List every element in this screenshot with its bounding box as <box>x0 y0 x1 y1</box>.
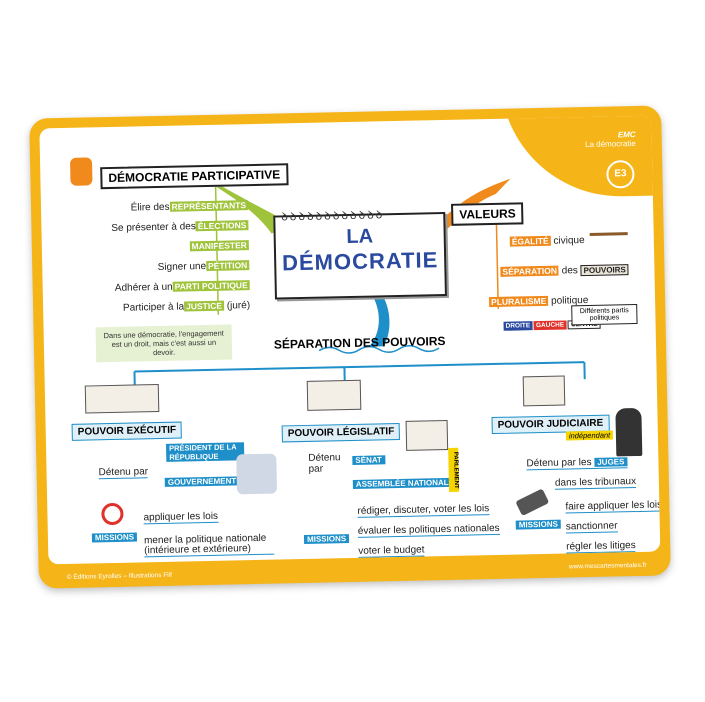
footer-website: www.mescartesmentales.fr <box>568 561 647 571</box>
participative-title: DÉMOCRATIE PARTICIPATIVE <box>100 163 289 190</box>
parlement-tag: PARLEMENT <box>448 447 460 492</box>
footer-credits: © Éditions Eyrolles – Illustrations Flif <box>66 571 173 581</box>
judiciaire-mission-1: faire appliquer les lois <box>565 499 661 514</box>
holder-senat: SÉNAT <box>352 455 385 465</box>
valeur-egalite: ÉGALITÉ civique <box>509 235 585 248</box>
party-gauche: GAUCHE <box>533 320 567 331</box>
item-text: (juré) <box>226 300 251 312</box>
item-text: Élire des <box>130 201 170 214</box>
executif-detenu: Détenu par <box>98 466 149 480</box>
item-highlight: PLURALISME <box>488 295 549 308</box>
legislatif-mission-3: voter le budget <box>358 544 425 558</box>
judiciaire-mission-3: régler les litiges <box>566 540 636 554</box>
item-highlight: ÉGALITÉ <box>509 235 551 247</box>
elysee-icon <box>84 384 160 414</box>
independant-badge: indépendant <box>565 430 614 441</box>
participative-item-3: MANIFESTER <box>189 240 249 252</box>
item-text: des <box>561 265 578 277</box>
item-text: civique <box>553 235 585 247</box>
item-text: Adhérer à un <box>114 281 173 294</box>
engagement-note: Dans une démocratie, l'engagement est un… <box>95 324 233 363</box>
mind-map-card: EMC La démocratie E3 ꝺꝺꝺꝺꝺꝺꝺꝺꝺꝺꝺꝺ LA DÉM… <box>29 105 671 589</box>
judiciaire-mission-2: sanctionner <box>565 520 618 534</box>
item-text: Participer à la <box>122 301 185 314</box>
detenu-text: Détenu par les <box>526 456 592 470</box>
item-highlight: PARTI POLITIQUE <box>172 280 250 292</box>
item-highlight: MANIFESTER <box>189 240 249 252</box>
valeurs-title: VALEURS <box>451 202 524 226</box>
holder-gouvernement: GOUVERNEMENT <box>164 476 240 487</box>
item-highlight: JUSTICE <box>183 300 225 312</box>
balance-icon <box>589 206 628 236</box>
card-content: EMC La démocratie E3 ꝺꝺꝺꝺꝺꝺꝺꝺꝺꝺꝺꝺ LA DÉM… <box>39 115 661 565</box>
senat-icon <box>405 419 449 451</box>
item-text: Se présenter à des <box>111 221 196 234</box>
assemblee-icon <box>306 379 362 411</box>
executif-mission-2: mener la politique nationale (intérieure… <box>144 533 275 558</box>
item-highlight: SÉPARATION <box>500 265 560 277</box>
holder-president: PRÉSIDENT DE LA RÉPUBLIQUE <box>165 442 245 462</box>
executif-mission-1: appliquer les lois <box>143 510 219 525</box>
judiciaire-missions-label: MISSIONS <box>515 519 561 530</box>
center-title-line2: DÉMOCRATIE <box>281 247 439 276</box>
executif-title: POUVOIR EXÉCUTIF <box>71 421 183 441</box>
ministers-icon <box>236 453 278 495</box>
judiciaire-tribunaux: dans les tribunaux <box>554 476 637 490</box>
raised-hand-icon <box>69 157 93 186</box>
holder-juges: JUGES <box>594 457 628 467</box>
item-text: Signer une <box>157 260 207 274</box>
legislatif-missions-label: MISSIONS <box>303 534 350 545</box>
item-highlight: PÉTITION <box>205 260 250 271</box>
item-highlight: ÉLECTIONS <box>195 220 249 232</box>
legislatif-detenu: Détenu par <box>308 452 341 475</box>
center-title-box: ꝺꝺꝺꝺꝺꝺꝺꝺꝺꝺꝺꝺ LA DÉMOCRATIE <box>273 209 447 300</box>
parties-note: Différents partis politiques <box>571 303 638 326</box>
item-highlight: REPRÉSENTANTS <box>169 200 249 212</box>
judiciaire-detenu: Détenu par les JUGES <box>526 456 628 471</box>
spiral-binding: ꝺꝺꝺꝺꝺꝺꝺꝺꝺꝺꝺꝺ <box>281 209 385 224</box>
pouvoirs-blocks: POUVOIRS <box>580 264 629 277</box>
executif-missions-label: MISSIONS <box>91 532 138 543</box>
party-droite: DROITE <box>503 321 533 331</box>
legislatif-title: POUVOIR LÉGISLATIF <box>281 422 401 443</box>
tribunal-icon <box>522 375 566 407</box>
judge-icon <box>615 407 643 457</box>
